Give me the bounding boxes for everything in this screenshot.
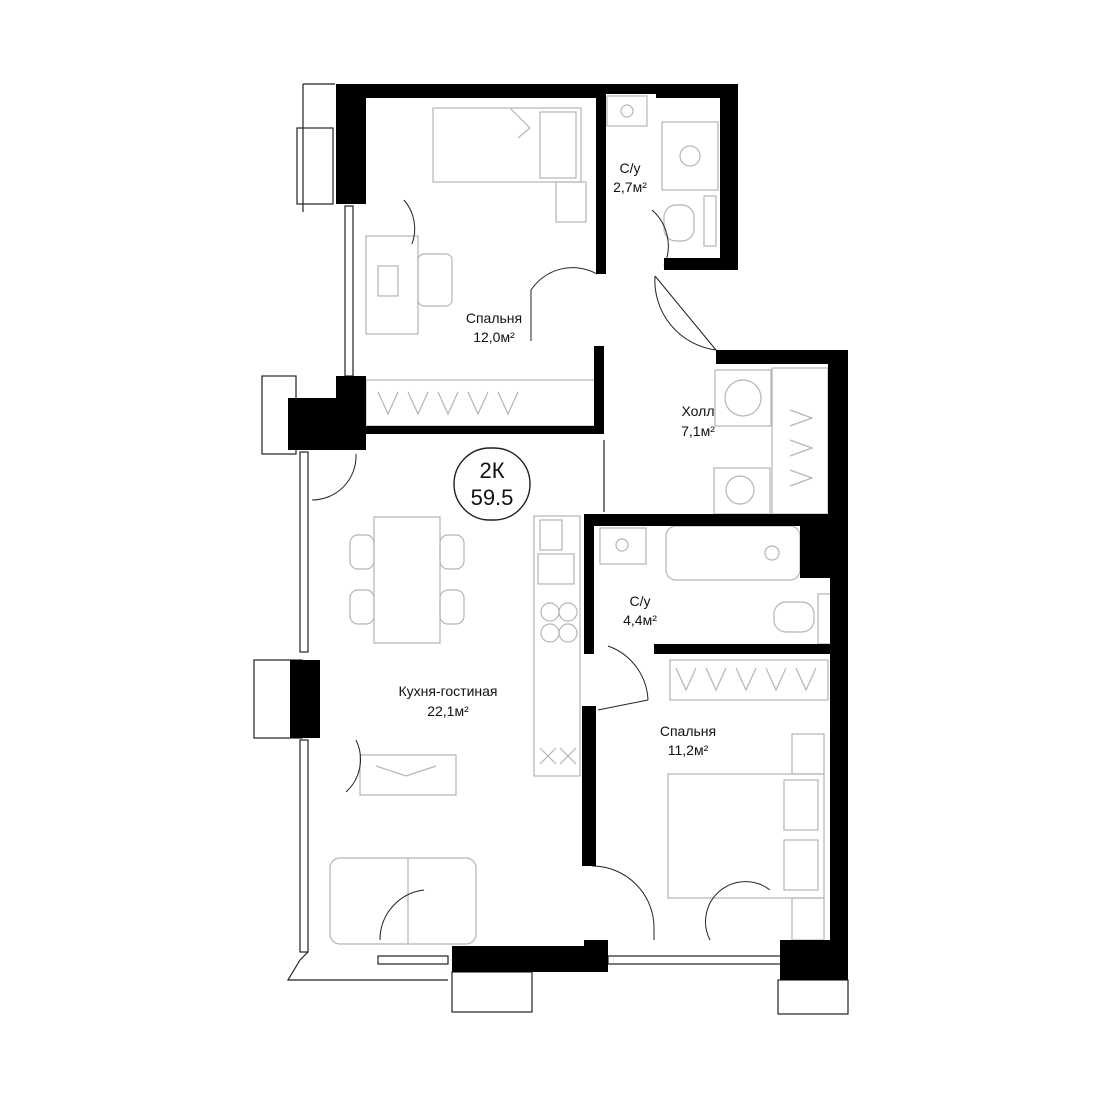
room-name-bedroom-1: Спальня [466,310,522,326]
apartment-badge: 2К 59.5 [453,447,531,521]
room-area-kitchen-living: 22,1м² [427,703,469,719]
windows [253,83,849,1015]
room-name-wc-2: С/у [630,593,651,609]
room-name-bedroom-2: Спальня [660,723,716,739]
apartment-type: 2К [479,458,504,483]
room-name-hall: Холл [682,403,715,419]
doors [311,199,771,941]
room-name-kitchen-living: Кухня-гостиная [398,683,497,699]
room-labels: Спальня 12,0м² С/у 2,7м² Холл 7,1м² Кухн… [398,160,716,758]
room-area-bedroom-1: 12,0м² [473,329,515,345]
walls [288,84,848,980]
room-name-wc-1: С/у [620,160,641,176]
room-area-wc-2: 4,4м² [623,612,657,628]
room-area-wc-1: 2,7м² [613,179,647,195]
room-area-hall: 7,1м² [681,423,715,439]
apartment-total-area: 59.5 [471,485,514,510]
room-area-bedroom-2: 11,2м² [668,742,709,758]
